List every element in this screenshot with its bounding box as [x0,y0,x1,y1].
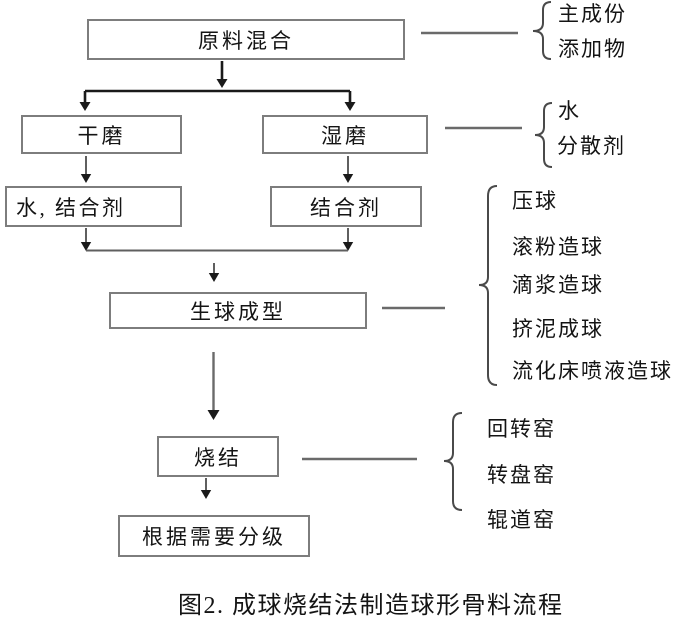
node-label: 湿磨 [321,123,369,148]
brace-mix-inputs [532,1,552,60]
split-bar [79,89,356,111]
brace-kiln-types [443,412,463,511]
node-dry-milling: 干磨 [21,115,182,154]
wet-input-item: 水 [558,99,581,123]
forming-method-item: 压球 [512,189,558,213]
brace-forming-methods [478,185,498,386]
forming-method-item: 滚粉造球 [512,235,604,259]
kiln-type-item: 回转窑 [487,417,556,441]
node-water-binder: 水, 结合剂 [5,186,182,227]
arrow-dry-to-waterbinder [80,156,92,183]
arrow-sinter-to-classify [200,478,212,499]
node-green-ball-forming: 生球成型 [109,292,367,329]
forming-method-item: 挤泥成球 [512,317,604,341]
forming-method-item: 流化床喷液造球 [512,359,673,383]
mix-input-item: 主成份 [558,2,627,26]
node-sintering: 烧结 [157,436,279,477]
figure-caption: 图2. 成球烧结法制造球形骨料流程 [178,593,564,618]
node-label: 原料混合 [198,28,294,53]
node-label: 根据需要分级 [142,525,286,549]
node-wet-milling: 湿磨 [262,115,428,154]
brace-wet-inputs [534,102,553,168]
kiln-type-item: 辊道窑 [487,508,556,532]
node-label: 水, 结合剂 [16,195,126,220]
merge-bar [80,228,354,252]
node-classification: 根据需要分级 [118,515,310,557]
node-label: 结合剂 [310,195,382,220]
node-label: 干磨 [77,123,126,148]
node-label: 生球成型 [190,299,286,324]
arrow-wet-to-binder [342,156,354,183]
arrow-merge-to-greenball [208,263,220,282]
kiln-type-item: 转盘窑 [487,463,556,487]
arrow-mix-to-split [216,61,228,88]
mix-input-item: 添加物 [558,37,627,61]
node-raw-material-mixing: 原料混合 [87,19,405,60]
arrow-greenball-to-sinter [207,352,220,420]
node-binder: 结合剂 [270,186,422,227]
forming-method-item: 滴浆造球 [512,273,604,297]
node-label: 烧结 [194,445,242,470]
wet-input-item: 分散剂 [557,134,626,158]
